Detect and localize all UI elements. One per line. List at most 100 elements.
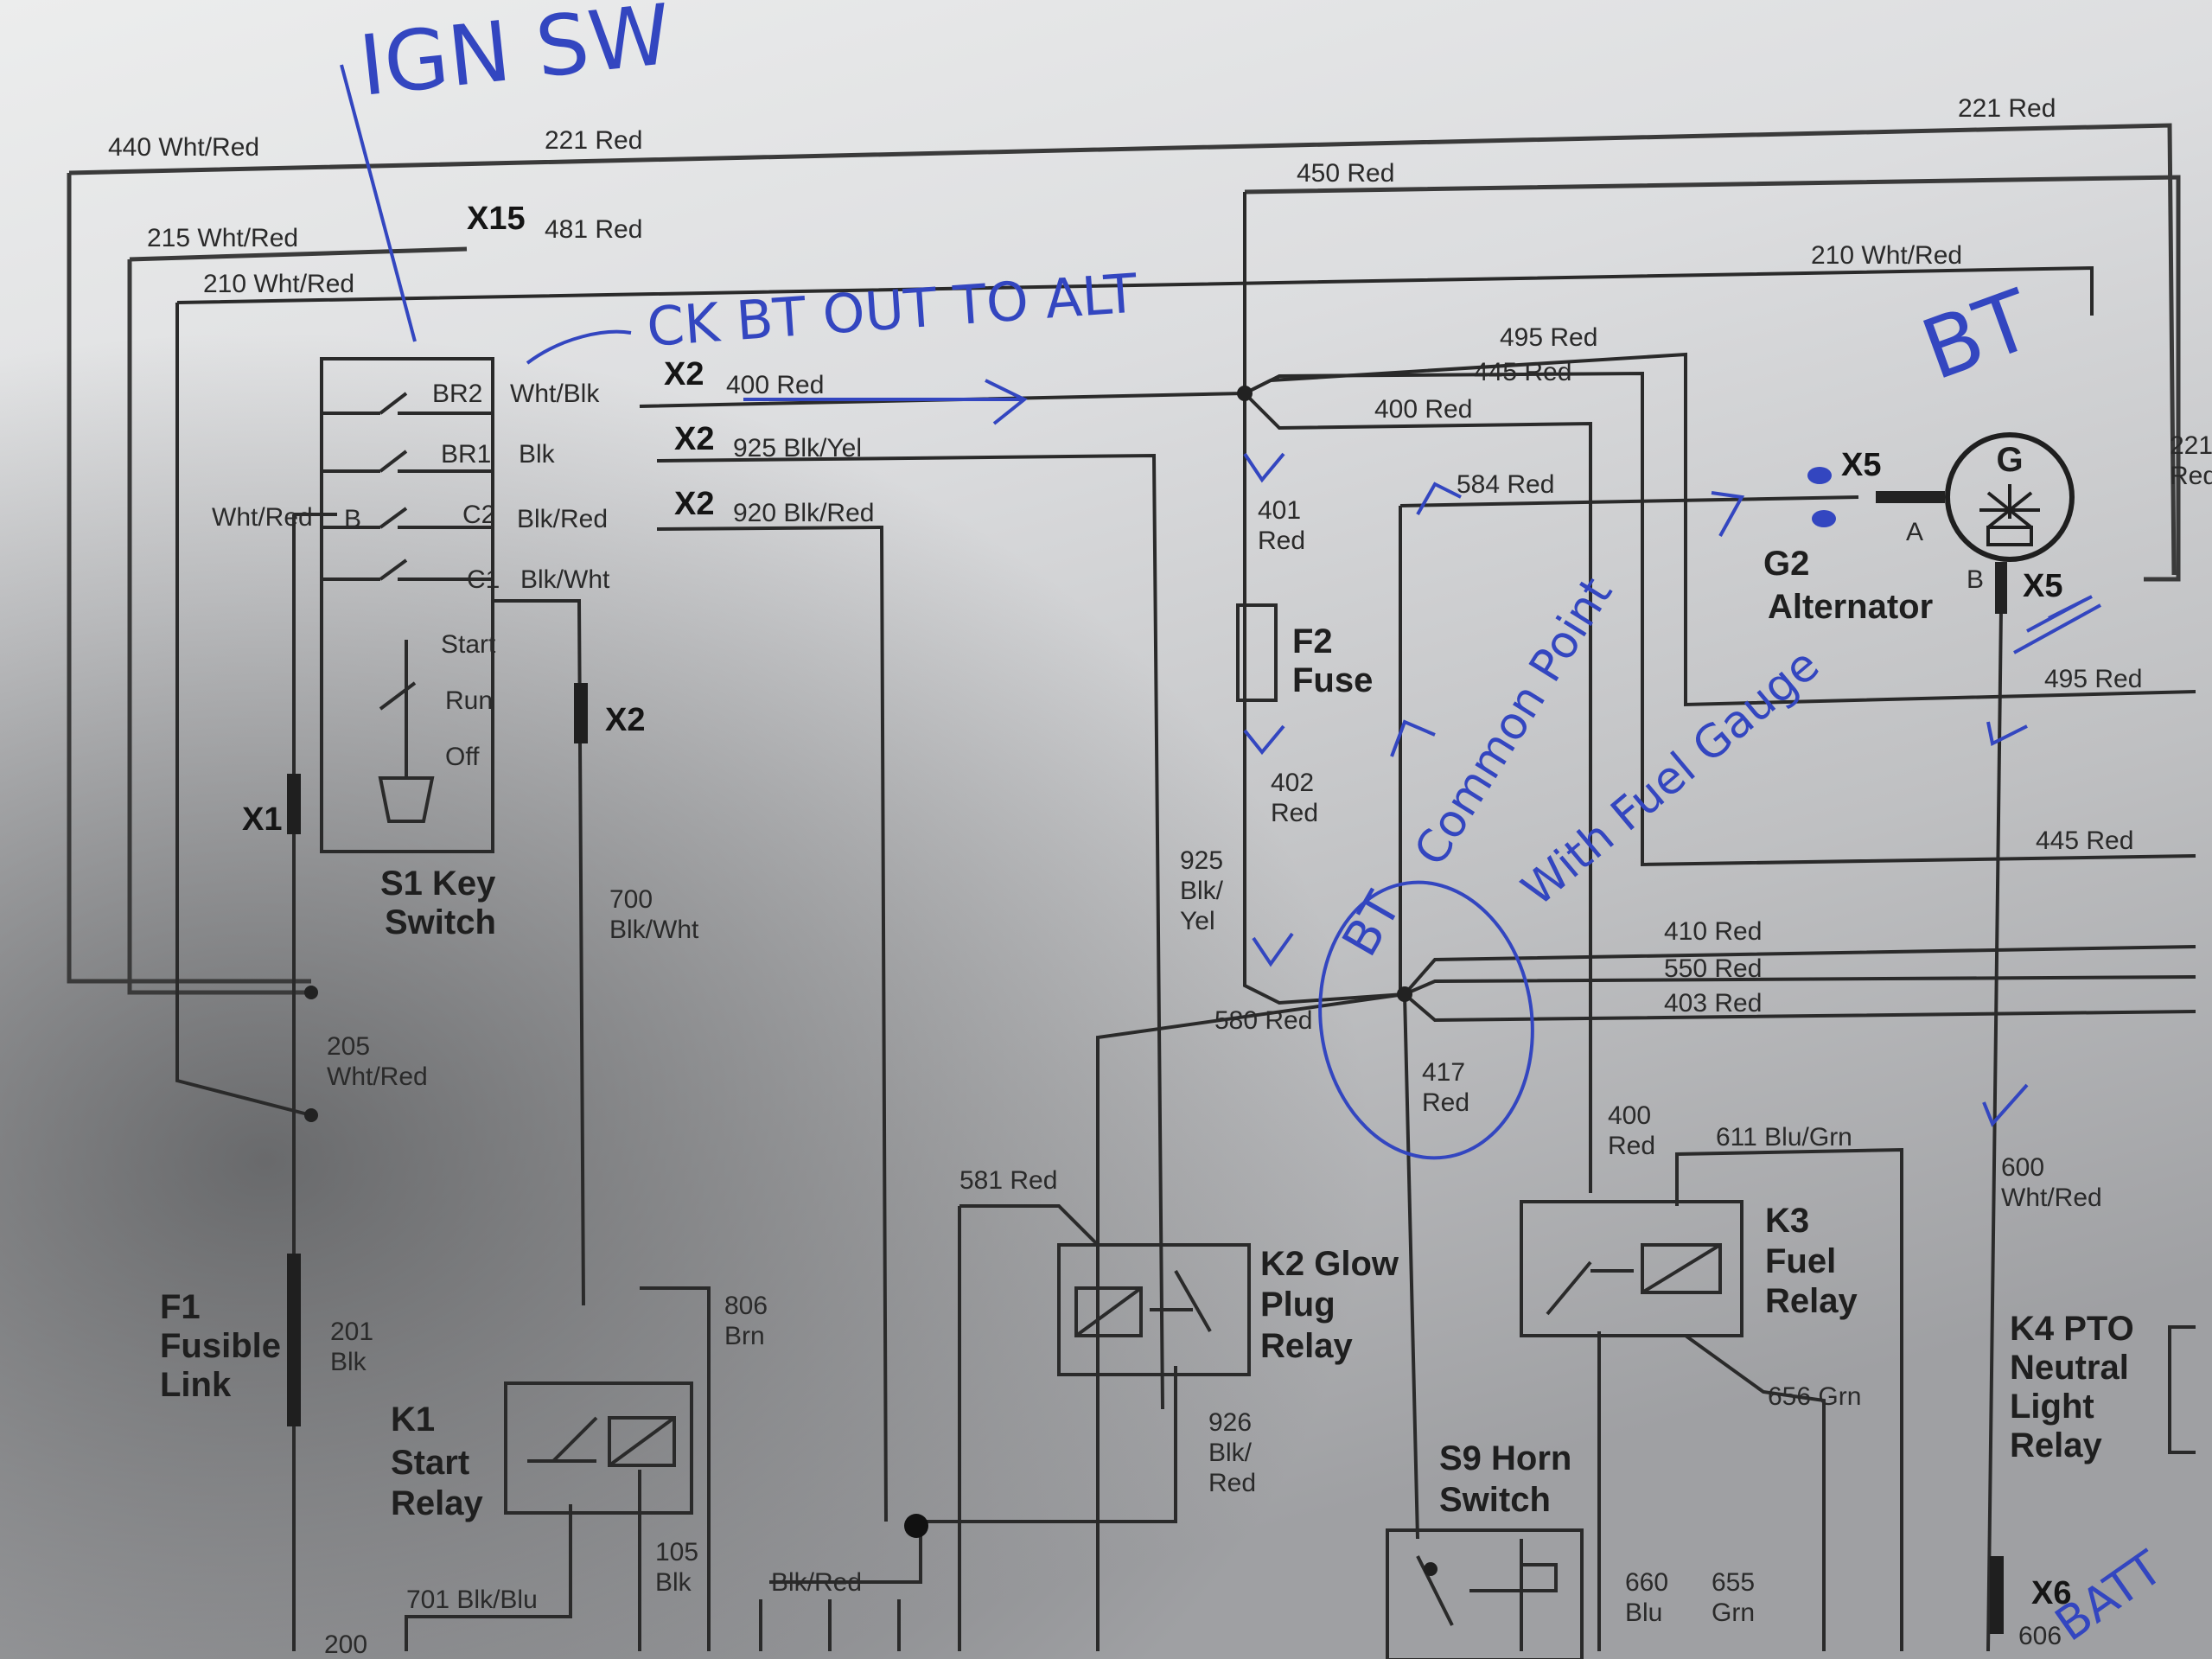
- junction-dot: [1397, 986, 1412, 1002]
- wire-920: [656, 525, 888, 1522]
- wire-label-606: 606: [2018, 1622, 2062, 1650]
- wire-label-445b: 445 Red: [2036, 826, 2133, 855]
- alternator-letter: G: [1996, 441, 2023, 479]
- switch-terminal-c2: C2: [462, 501, 495, 529]
- wire-445: [1244, 371, 2196, 867]
- wire-label-584: 584 Red: [1457, 470, 1554, 499]
- ink-arrow: [1390, 719, 1436, 757]
- junction-dot: [304, 1108, 318, 1122]
- junction-dot: [304, 986, 318, 999]
- wire-label-580: 580 Red: [1214, 1006, 1312, 1035]
- wire-label-581: 581 Red: [959, 1166, 1057, 1195]
- k3-line1: K3: [1765, 1202, 1809, 1240]
- wire-656: [1684, 1334, 1826, 1651]
- s1-subtitle: Switch: [385, 903, 496, 941]
- junction-dot: [1237, 386, 1253, 401]
- wire-label-210a: 210 Wht/Red: [203, 270, 354, 298]
- ink-arrow: [1243, 452, 1285, 483]
- wire-label-700: 700: [609, 885, 653, 914]
- switch-terminal-br1: BR1: [441, 440, 491, 469]
- s9-line2: Switch: [1439, 1481, 1551, 1519]
- wire-label-925b-color1: Blk/: [1180, 877, 1224, 905]
- wire-label-660: 660: [1625, 1568, 1668, 1597]
- alternator-terminal-a: A: [1906, 518, 1923, 546]
- wire-label-806: 806: [724, 1292, 768, 1320]
- wire-label-417-color: Red: [1422, 1088, 1469, 1117]
- connector-x2-b: X2: [674, 421, 714, 457]
- f2-subtitle: Fuse: [1292, 661, 1373, 699]
- wire-label-926: 926: [1208, 1408, 1252, 1437]
- wire-221-loop: [68, 123, 2177, 576]
- wire-210-left: [175, 303, 312, 1117]
- wire-label-402-color: Red: [1271, 799, 1318, 827]
- wire-584: [1399, 495, 1859, 507]
- wire-label-210b: 210 Wht/Red: [1811, 241, 1962, 270]
- k4-line4: Relay: [2010, 1426, 2102, 1464]
- k4-line1: K4 PTO: [2010, 1310, 2134, 1348]
- k4-line2: Neutral: [2010, 1349, 2129, 1387]
- wire-label-221c: 221: [2170, 431, 2212, 460]
- k1-line3: Relay: [391, 1484, 483, 1522]
- ink-dot: [1812, 510, 1836, 527]
- wire-label-410: 410 Red: [1664, 917, 1762, 946]
- x2-connector-body: [574, 683, 588, 743]
- wire-label-600: 600: [2001, 1153, 2044, 1182]
- wire-label-400c: 400: [1608, 1101, 1651, 1130]
- wire-label-925a: 925 Blk/Yel: [733, 434, 862, 463]
- wire-label-655-color: Grn: [1712, 1598, 1755, 1627]
- wire-401-402: [1243, 380, 1406, 1005]
- ink-arrow: [1982, 1083, 2029, 1127]
- s9-horn-switch: [1386, 1528, 1584, 1659]
- wires: [67, 123, 2196, 1652]
- wire-label-221a: 221 Red: [545, 126, 642, 155]
- x5-connector-b: [1995, 562, 2007, 614]
- wire-label-481: 481 Red: [545, 215, 642, 244]
- switch-position-start: Start: [441, 630, 496, 659]
- wire-label-926-color2: Red: [1208, 1469, 1256, 1497]
- wire-600: [1986, 609, 2003, 1652]
- connector-x5-b: X5: [2023, 568, 2062, 604]
- k3-line2: Fuel: [1765, 1242, 1836, 1280]
- alternator-circle: [1945, 432, 2075, 562]
- wire-label-221c-color: Red: [2170, 462, 2212, 490]
- wire-410: [1403, 945, 2196, 996]
- wire-label-201: 201: [330, 1318, 373, 1346]
- wire-label-926-color1: Blk/: [1208, 1439, 1253, 1467]
- ink-dot: [1807, 467, 1832, 484]
- wire-label-611: 611 Blu/Grn: [1716, 1123, 1852, 1152]
- connector-x15: X15: [467, 201, 526, 237]
- wire-label-925b-color2: Yel: [1180, 907, 1215, 935]
- wire-label-221b: 221 Red: [1958, 94, 2056, 123]
- wire-label-215: 215 Wht/Red: [147, 224, 298, 252]
- wire-417: [1403, 993, 1419, 1540]
- k1-line1: K1: [391, 1401, 435, 1439]
- wire-label-450: 450 Red: [1297, 159, 1394, 188]
- wire-label-blk-wht: Blk/Wht: [520, 565, 610, 594]
- f1-line1: F1: [160, 1288, 201, 1326]
- connector-x1: X1: [242, 801, 282, 838]
- g2-subtitle: Alternator: [1768, 588, 1933, 626]
- wire-210-top: [176, 265, 2094, 316]
- wire-label-920: 920 Blk/Red: [733, 499, 874, 527]
- wire-label-660-color: Blu: [1625, 1598, 1662, 1627]
- wire-label-440: 440 Wht/Red: [108, 133, 259, 162]
- g2-alternator: G: [1876, 432, 2075, 614]
- wire-label-205: 205: [327, 1032, 370, 1061]
- wire-label-200: 200: [324, 1630, 367, 1659]
- connector-x2-c: X2: [674, 486, 714, 522]
- x5-connector-a: [1876, 491, 1945, 503]
- wire-440-left: [67, 173, 311, 984]
- wire-label-blk-red-bottom: Blk/Red: [771, 1568, 862, 1597]
- wire-label-blk: Blk: [519, 440, 556, 469]
- ink-circle: [1318, 880, 1534, 1160]
- wire-403: [1403, 992, 2196, 1023]
- wire-400b: [1243, 392, 1592, 1193]
- wire-806: [640, 1286, 711, 1651]
- f1-line3: Link: [160, 1366, 232, 1404]
- wire-label-400c-color: Red: [1608, 1132, 1655, 1160]
- junction-dot: [904, 1514, 928, 1538]
- wire-label-401-color: Red: [1258, 526, 1305, 555]
- wire-label-105-color: Blk: [655, 1568, 692, 1597]
